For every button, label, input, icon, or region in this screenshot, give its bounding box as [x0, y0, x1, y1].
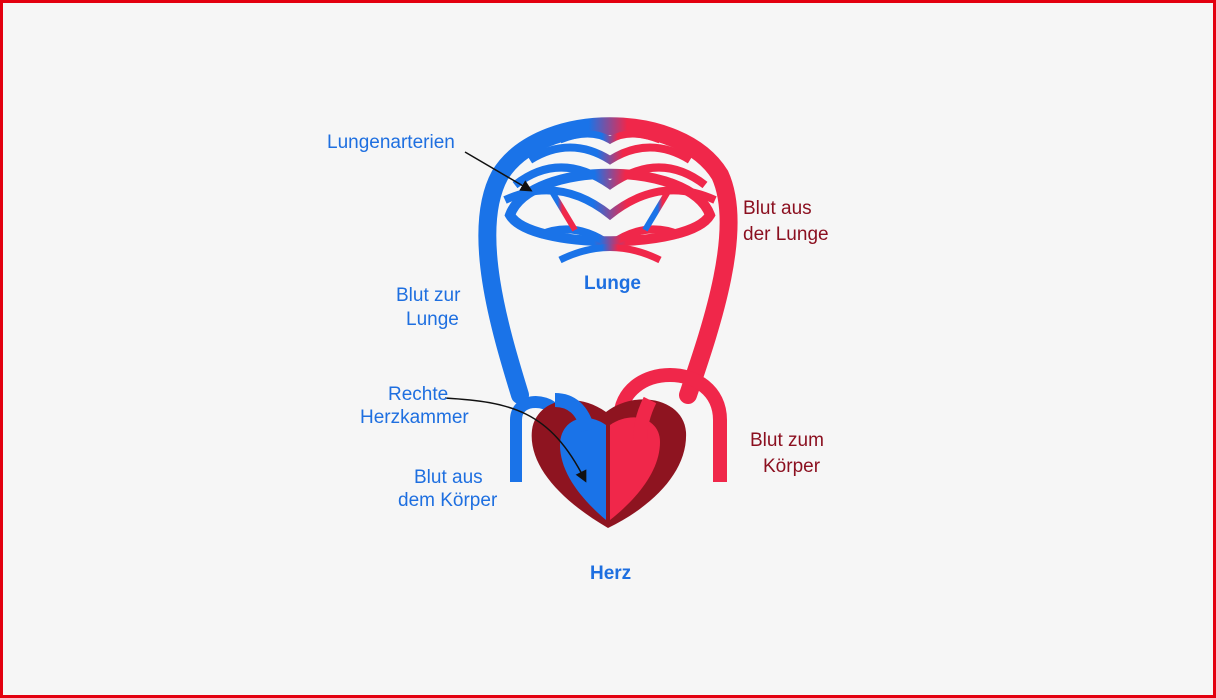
- label-blut-aus-der-lunge-line2: der Lunge: [743, 224, 829, 245]
- leader-lungenarterien: [464, 151, 533, 192]
- left-ventricle: [610, 417, 660, 520]
- label-blut-aus-dem-koerper-line2: dem Körper: [398, 490, 498, 511]
- aorta: [613, 368, 727, 482]
- label-lungenarterien: Lungenarterien: [327, 132, 455, 153]
- label-blut-aus-der-lunge-line1: Blut aus: [743, 198, 812, 219]
- label-blut-zum-koerper-line1: Blut zum: [750, 430, 824, 451]
- heart: [531, 393, 687, 528]
- label-blut-aus-dem-koerper-line1: Blut aus: [414, 467, 483, 488]
- lung-network: [478, 117, 738, 404]
- label-herz: Herz: [590, 563, 632, 584]
- label-blut-zur-lunge-line1: Blut zur: [396, 285, 461, 306]
- right-ventricle: [560, 417, 606, 520]
- leader-rechte-herzkammer: [444, 397, 587, 483]
- label-blut-zum-koerper-line2: Körper: [763, 456, 821, 477]
- label-lunge: Lunge: [584, 273, 641, 294]
- label-blut-zur-lunge-line2: Lunge: [406, 309, 459, 330]
- label-rechte-herzkammer-line1: Rechte: [388, 384, 449, 405]
- label-rechte-herzkammer-line2: Herzkammer: [360, 407, 469, 428]
